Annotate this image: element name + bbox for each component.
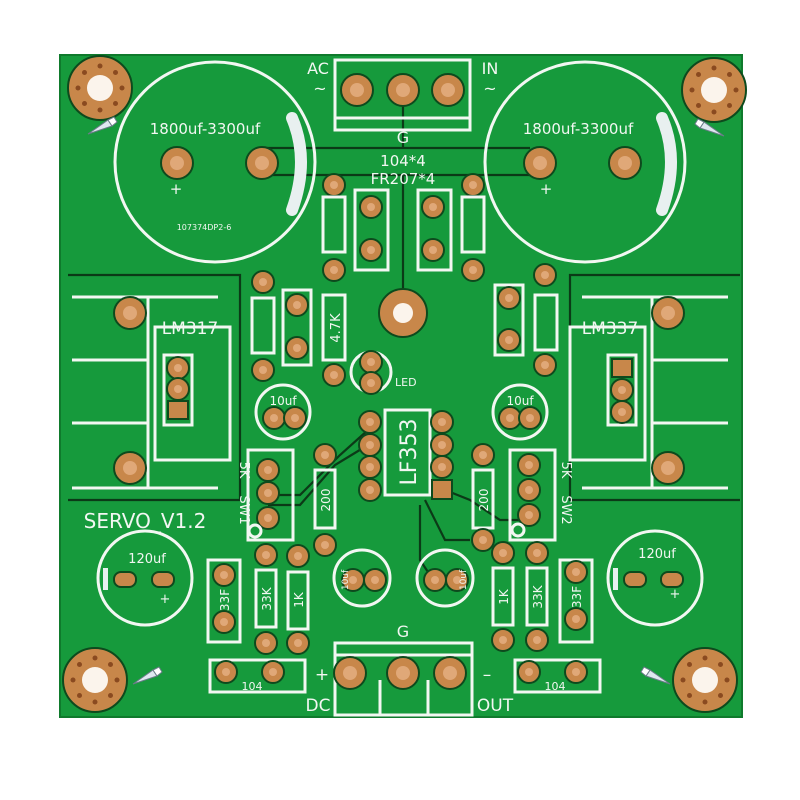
small-cap-label: 10uf	[459, 569, 469, 590]
cap-10uf-left	[254, 383, 312, 441]
center-ground-pad	[378, 288, 428, 338]
mid-components	[250, 283, 559, 395]
cap-104-right	[513, 658, 602, 694]
heatsink-left	[72, 295, 232, 490]
trimpot-sw2	[508, 448, 557, 542]
small-cap-label: 10uf	[341, 569, 351, 590]
in-label: IN	[482, 59, 499, 78]
cap-10uf-right	[491, 383, 549, 441]
lower-left-components	[206, 543, 310, 655]
regulator-label-lm337: LM337	[582, 319, 639, 339]
mounting-hole	[672, 647, 738, 713]
ground-label: G	[397, 622, 409, 641]
trimpot-label-sw1: SW1	[236, 495, 251, 524]
cap-104-label: 104	[242, 680, 263, 693]
capacitor-count-label: 104*4	[380, 152, 426, 170]
cap-33f-label: 33F	[218, 589, 232, 611]
trimpot-sw1	[246, 448, 295, 542]
resistor-1k-label: 1K	[292, 591, 306, 608]
ac-label: AC	[307, 59, 329, 78]
input-terminal-block	[333, 58, 472, 132]
resistor-200-right	[471, 443, 495, 552]
tilde-label: ~	[313, 79, 326, 98]
plus-mark: +	[160, 592, 171, 607]
trimpot-value-label: 5K	[236, 462, 251, 479]
mounting-hole	[62, 647, 128, 713]
board-title: SERVO_V1.2	[84, 509, 207, 533]
cap-104-left	[208, 658, 307, 694]
plus-mark: +	[540, 180, 553, 198]
plus-mark: +	[170, 180, 183, 198]
led-label: LED	[395, 376, 417, 389]
minus-label: –	[483, 665, 492, 685]
lower-right-components	[491, 541, 594, 652]
cap-120uf-left	[96, 529, 194, 627]
ground-label: G	[397, 128, 409, 147]
mounting-hole	[67, 55, 133, 121]
resistor-1k-label: 1K	[497, 588, 511, 605]
resistor-33k-label: 33K	[260, 586, 274, 610]
cap-33f-label: 33F	[570, 586, 584, 608]
resistor-200-label: 200	[319, 489, 333, 512]
trimpot-value-label: 5K	[558, 462, 573, 479]
opamp-label: LF353	[397, 419, 422, 486]
small-cap-left	[332, 548, 392, 608]
rectifier-components	[251, 173, 557, 294]
output-terminal-block	[333, 641, 474, 717]
opamp-lf353	[358, 408, 454, 502]
resistor-4-7k-label: 4.7K	[329, 313, 344, 343]
big-cap-label-left: 1800uf-3300uf	[150, 120, 261, 138]
copper-traces	[68, 100, 740, 576]
tilde-label: ~	[483, 79, 496, 98]
plus-mark: +	[670, 587, 681, 602]
resistor-33k-label: 33K	[531, 584, 545, 608]
cap-104-label: 104	[545, 680, 566, 693]
plus-label: +	[315, 665, 329, 685]
mounting-hole	[681, 57, 747, 123]
cap-120uf-label: 120uf	[638, 547, 676, 562]
cap-10uf-label: 10uf	[506, 394, 534, 408]
cap-10uf-label: 10uf	[269, 394, 297, 408]
small-cap-right	[415, 548, 475, 608]
regulator-pads	[113, 296, 685, 485]
big-capacitor-right	[483, 60, 687, 264]
heatsink-right	[568, 295, 728, 490]
regulator-label-lm317: LM317	[162, 319, 219, 339]
cap-120uf-right	[606, 529, 704, 627]
out-label: OUT	[477, 696, 514, 716]
cap-120uf-label: 120uf	[128, 552, 166, 567]
big-cap-label-right: 1800uf-3300uf	[523, 120, 634, 138]
resistor-200-label: 200	[477, 489, 491, 512]
diode-count-label: FR207*4	[371, 170, 436, 188]
trimpot-label-sw2: SW2	[558, 495, 573, 524]
big-capacitor-left	[113, 60, 317, 264]
resistor-200-left	[313, 443, 337, 557]
dc-label: DC	[306, 696, 331, 716]
big-cap-code: 107374DP2-6	[177, 223, 232, 232]
